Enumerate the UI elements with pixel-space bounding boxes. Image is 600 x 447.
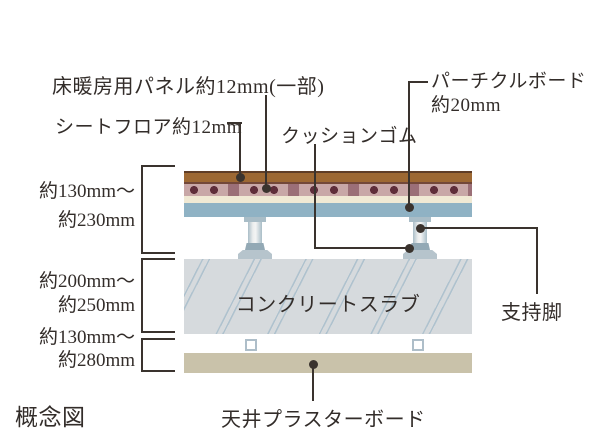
- leader-heating-panel-line: [265, 95, 267, 188]
- leader-dot-cushion-rubber: [405, 244, 414, 253]
- leg-collar: [410, 243, 430, 250]
- leg-cap: [409, 217, 431, 222]
- concrete-slab: [184, 259, 472, 334]
- dimension-label-ceiling: 約130mm～ 約280mm: [0, 326, 135, 372]
- label-heating-panel: 床暖房用パネル約12mm(一部): [52, 76, 325, 98]
- leader-dot-particle-board: [405, 203, 414, 212]
- dimension-line: 約130mm～: [38, 181, 135, 202]
- label-ceiling-plasterboard: 天井プラスターボード: [221, 409, 426, 431]
- leg-cushion-foot: [403, 250, 437, 259]
- ceiling-hanger-left: [245, 339, 257, 351]
- leader-dot-sheet-floor: [236, 173, 245, 182]
- label-sheet-floor: シートフロア約12mm: [55, 117, 243, 138]
- dimension-bracket-floor-system: [141, 165, 175, 254]
- particle-board-layer: [184, 203, 472, 217]
- dimension-bracket-ceiling: [141, 338, 175, 372]
- underlay-layer: [184, 196, 472, 203]
- leader-cushion-rubber-line: [314, 247, 410, 249]
- dimension-label-floor-system: 約130mm～ 約230mm: [0, 177, 135, 235]
- leader-particle-board-line: [408, 81, 410, 207]
- ceiling-hanger-right: [412, 339, 424, 351]
- label-support-leg: 支持脚: [501, 302, 563, 324]
- dimension-label-slab: 約200mm～ 約250mm: [0, 270, 135, 318]
- dimension-line: 約130mm～: [38, 327, 135, 348]
- leader-sheet-floor-line: [239, 122, 241, 178]
- label-concrete-slab: コンクリートスラブ: [235, 294, 421, 316]
- support-leg-left: [238, 217, 272, 259]
- leader-ceiling-plasterboard-line: [312, 364, 314, 401]
- dimension-line: 約230mm: [57, 210, 135, 231]
- floor-heating-panel-layer: [184, 184, 472, 196]
- dimension-line: 約250mm: [57, 295, 135, 316]
- label-particle-board-line2: 約20mm: [431, 95, 502, 116]
- label-cushion-rubber: クッションゴム: [281, 126, 418, 147]
- label-particle-board-line1: パーチクルボード: [431, 71, 587, 92]
- sheet-floor-layer: [184, 171, 472, 184]
- leader-dot-heating-panel: [262, 184, 271, 193]
- diagram-caption: 概念図: [15, 405, 86, 430]
- dimension-line: 約280mm: [57, 350, 135, 371]
- leader-support-leg-line: [536, 227, 538, 294]
- leader-support-leg-line: [420, 227, 538, 229]
- label-particle-board: パーチクルボード 約20mm: [431, 70, 586, 118]
- leader-particle-board-line: [408, 81, 428, 83]
- leg-collar: [245, 243, 265, 250]
- ceiling-plasterboard: [184, 353, 472, 373]
- dimension-bracket-slab: [141, 258, 175, 333]
- leader-cushion-rubber-line: [314, 144, 316, 249]
- leg-stem: [248, 222, 262, 243]
- leg-cushion-foot: [238, 250, 272, 259]
- leader-sheet-floor-line: [227, 122, 242, 124]
- dimension-line: 約200mm～: [38, 271, 135, 292]
- leg-cap: [244, 217, 266, 222]
